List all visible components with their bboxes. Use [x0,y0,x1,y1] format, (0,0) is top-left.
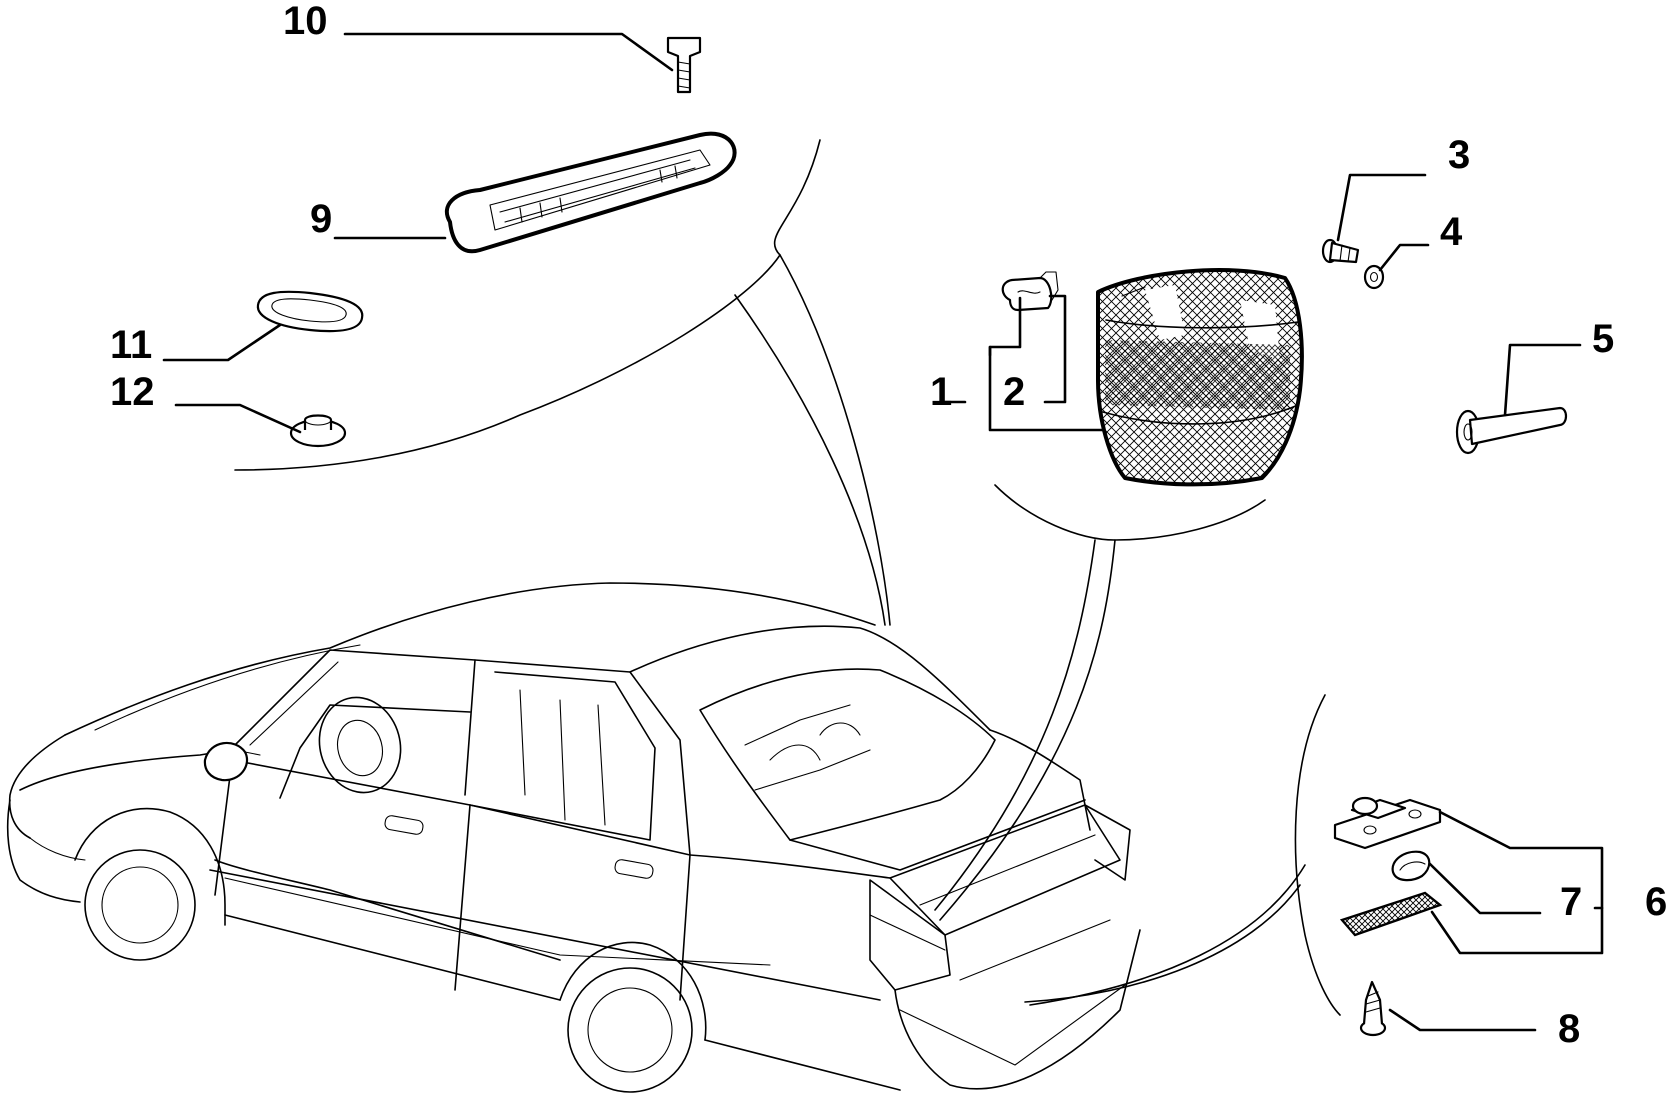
label-12: 12 [110,370,155,414]
label-5: 5 [1592,317,1614,361]
screw-8-icon [1359,980,1387,1037]
plate-light-bulb-icon [1391,850,1431,882]
gasket-11-icon [256,290,364,333]
label-8: 8 [1558,1007,1580,1051]
bulb-2-icon [1001,271,1059,312]
label-6: 6 [1645,880,1667,924]
label-3: 3 [1448,133,1470,177]
label-2: 2 [1003,370,1025,414]
clip-12-icon [289,414,347,448]
callout-bubble-plate-light [1024,694,1341,1016]
screw-3-icon [1321,238,1360,264]
leader-lines [162,32,1604,1032]
callout-bubble-tail-light [934,484,1266,921]
label-1: 1 [930,370,952,414]
callout-bubble-brake-light [234,139,891,626]
label-11: 11 [110,323,152,367]
plate-light-7-icon [1333,796,1442,850]
tail-light-cluster-1-icon [1096,268,1304,487]
third-brake-light-icon [444,131,737,254]
label-10: 10 [283,0,328,43]
sedan-car-outline [6,582,1141,1093]
label-9: 9 [310,197,332,241]
label-7: 7 [1560,880,1582,924]
label-4: 4 [1440,210,1463,254]
screw-10-icon [666,36,702,94]
washer-4-icon [1363,264,1385,290]
bolt-5-icon [1455,406,1568,455]
plate-light-lens-icon [1339,891,1443,937]
